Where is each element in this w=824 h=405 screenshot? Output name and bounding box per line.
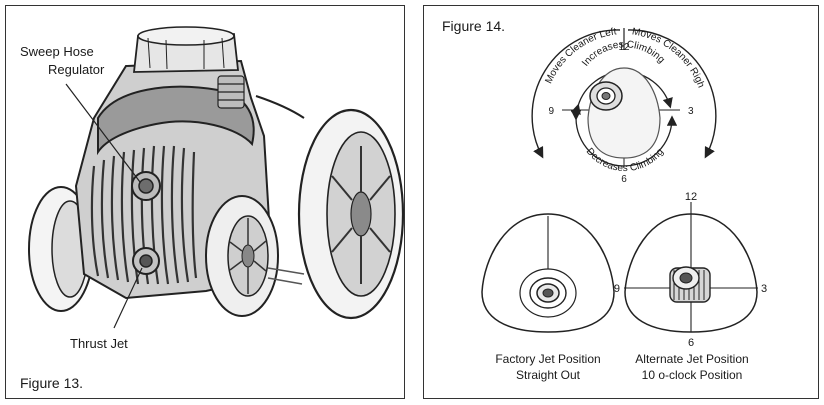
alt-number-9: 9 bbox=[614, 283, 620, 295]
factory-jet-diagram bbox=[481, 213, 615, 333]
cleaner-body bbox=[74, 26, 272, 300]
alternate-caption-line1: Alternate Jet Position bbox=[635, 352, 749, 366]
dial-number-3: 3 bbox=[688, 106, 694, 117]
dial-number-6: 6 bbox=[621, 174, 627, 185]
alt-number-3: 3 bbox=[761, 283, 767, 295]
alt-number-12: 12 bbox=[685, 191, 697, 203]
label-thrust-jet: Thrust Jet bbox=[70, 336, 128, 351]
sweep-hose-leader-line bbox=[65, 83, 141, 183]
alternate-caption-line2: 10 o-clock Position bbox=[641, 368, 743, 382]
figure-13-caption: Figure 13. bbox=[20, 375, 84, 391]
figure-14-caption: Figure 14. bbox=[442, 18, 506, 34]
factory-caption-line1: Factory Jet Position bbox=[495, 352, 601, 366]
figure-13-panel: Sweep Hose Regulator Thrust Jet Figure 1… bbox=[5, 5, 405, 399]
dial-number-9: 9 bbox=[548, 106, 554, 117]
alt-number-6: 6 bbox=[688, 337, 694, 349]
label-sweep-hose-line2: Regulator bbox=[48, 62, 105, 77]
alternate-jet-diagram bbox=[624, 202, 758, 333]
right-wheel bbox=[255, 95, 405, 320]
adjustment-dial bbox=[531, 28, 717, 167]
label-sweep-hose-line1: Sweep Hose bbox=[20, 44, 94, 59]
pool-cleaner-illustration bbox=[28, 26, 405, 329]
factory-caption-line2: Straight Out bbox=[515, 368, 581, 382]
dial-number-12: 12 bbox=[618, 42, 630, 53]
front-wheel bbox=[205, 195, 305, 317]
jet-position-diagram: Moves Cleaner Left Moves Cleaner Right I… bbox=[424, 6, 767, 349]
figure-14-panel: Moves Cleaner Left Moves Cleaner Right I… bbox=[423, 5, 819, 399]
thrust-jet-leader-line bbox=[113, 267, 143, 329]
